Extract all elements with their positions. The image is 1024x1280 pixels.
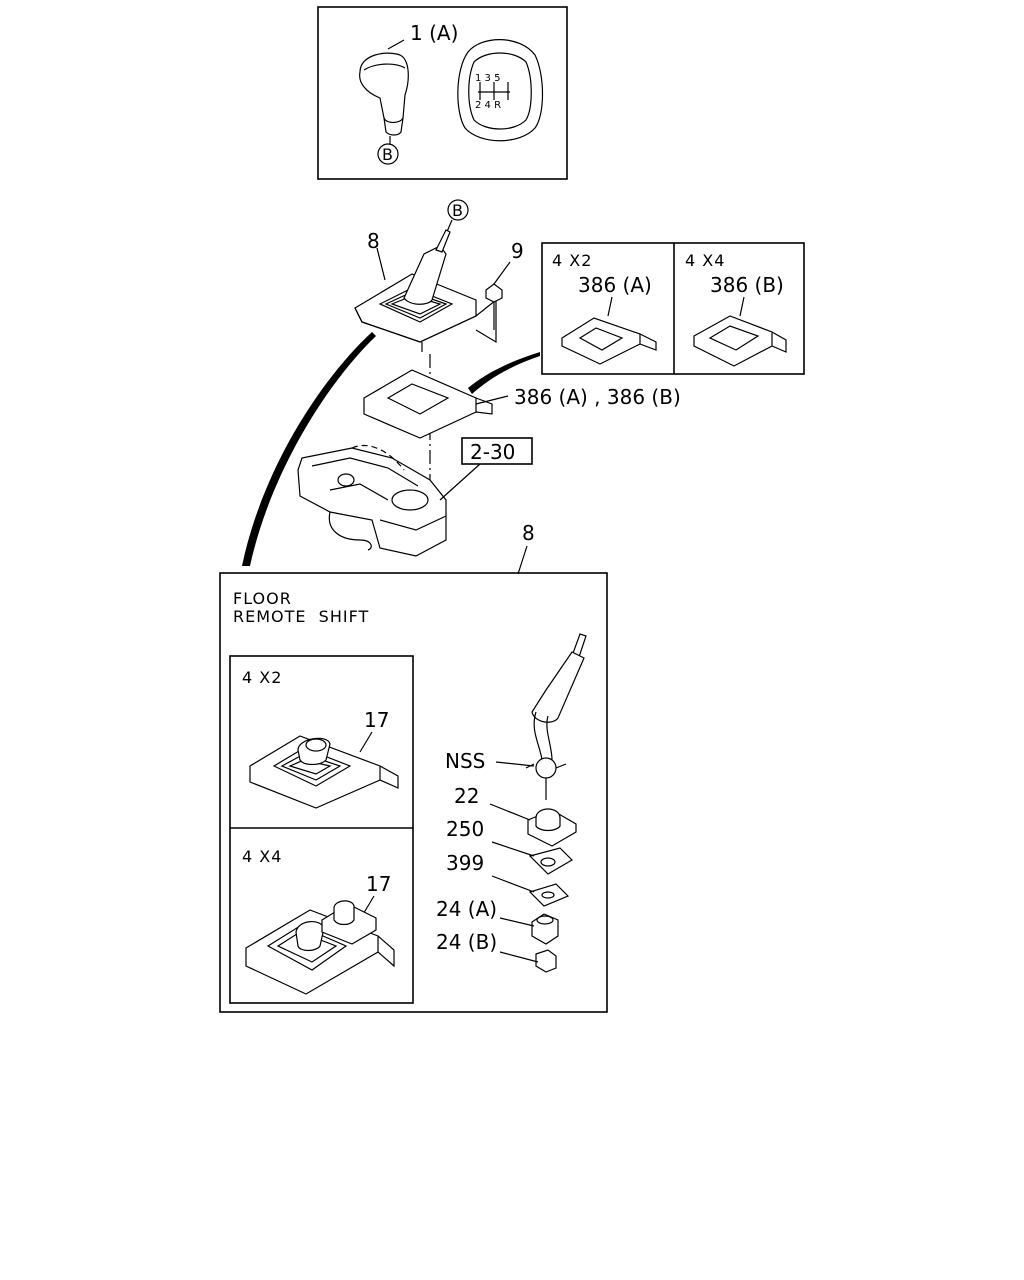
part-label-22: 22: [454, 784, 479, 808]
variant-arrow: [468, 352, 540, 394]
floor-remote-title-2: REMOTE SHIFT: [233, 607, 369, 626]
boot-callout: 8: [367, 229, 380, 253]
bolt-callout: 9: [511, 239, 524, 263]
knob-panel: 1 (A) B 1 3 5 2 4 R: [317, 6, 568, 180]
boot-4x4-drawing: [245, 900, 395, 995]
variant-4x4-callout: 386 (B): [710, 273, 784, 297]
variant-4x2-leader: [607, 296, 613, 317]
variant-box-frame: [541, 242, 805, 375]
knob-callout: 1 (A): [410, 21, 458, 45]
transmission-leader: [439, 463, 481, 501]
bolt-leader: [493, 261, 511, 285]
shift-pattern-badge: 1 3 5 2 4 R: [457, 39, 544, 142]
plate-callout: 386 (A) , 386 (B): [514, 385, 681, 409]
knob-leader: [387, 39, 405, 50]
part-label-399: 399: [446, 851, 484, 875]
variant-4x2-callout: 386 (A): [578, 273, 652, 297]
remote-leader: [517, 545, 528, 575]
part-leader-24b: [499, 951, 539, 963]
part-24a-drawing: [531, 913, 559, 945]
part-leader-22: [489, 803, 531, 821]
part-label-24a: 24 (A): [436, 897, 497, 921]
part-label-250: 250: [446, 817, 484, 841]
boot-leader: [376, 247, 386, 281]
boot-4x4-title: 4 X4: [242, 847, 282, 866]
shift-pattern-bottom: 2 4 R: [475, 100, 501, 111]
remote-arrow: [242, 332, 376, 566]
main-assembly: B 8 9 386 (: [242, 199, 681, 575]
floor-remote-title-1: FLOOR: [233, 589, 292, 608]
lever-ref-circle: [447, 199, 469, 221]
transmission-ref-box: [461, 437, 533, 465]
boot-4x2-drawing: [249, 735, 399, 809]
bolt-drawing: [485, 283, 503, 330]
part-leader-250: [491, 841, 535, 857]
transmission-ref-text: 2-30: [470, 440, 515, 464]
part-label-24b: 24 (B): [436, 930, 497, 954]
part-250-drawing: [528, 847, 573, 875]
transmission-drawing: [297, 444, 447, 557]
plate-4x4-drawing: [693, 315, 787, 367]
part-leader-24a: [499, 917, 535, 927]
part-22-drawing: [527, 808, 577, 847]
part-leader-nss: [495, 761, 535, 767]
shift-pattern-top: 1 3 5: [475, 73, 500, 84]
boot-4x2-title: 4 X2: [242, 668, 282, 687]
plate-leader: [475, 395, 509, 405]
variant-4x4-title: 4 X4: [685, 251, 725, 270]
knob-panel-frame: [317, 6, 568, 180]
part-label-nss: NSS: [445, 749, 485, 773]
lever-ref-letter: B: [452, 201, 464, 220]
part-24b-drawing: [535, 949, 557, 973]
plate-4x2-drawing: [561, 317, 657, 365]
remote-lever-drawing: [525, 633, 587, 800]
boot-4x2-callout: 17: [364, 708, 389, 732]
floor-remote-panel: FLOOR REMOTE SHIFT 4 X2 17 4 X4 17: [219, 572, 608, 1013]
variant-4x4-leader: [739, 296, 745, 317]
part-leader-399: [491, 875, 535, 893]
knob-ref-letter: B: [382, 145, 394, 164]
plate-drawing: [363, 369, 493, 439]
variant-4x2-title: 4 X2: [552, 251, 592, 270]
shift-boot-drawing: [354, 229, 497, 352]
floor-remote-frame: [219, 572, 608, 1013]
part-399-drawing: [528, 883, 570, 907]
knob-ref-circle: [377, 143, 399, 165]
boot-4x4-callout: 17: [366, 872, 391, 896]
shift-knob-drawing: [359, 52, 409, 136]
boot-variant-frame: [229, 655, 414, 1004]
remote-callout: 8: [522, 521, 535, 545]
variant-box: 4 X2 386 (A) 4 X4 386 (B): [541, 242, 805, 375]
boot-4x2-leader: [359, 731, 373, 753]
